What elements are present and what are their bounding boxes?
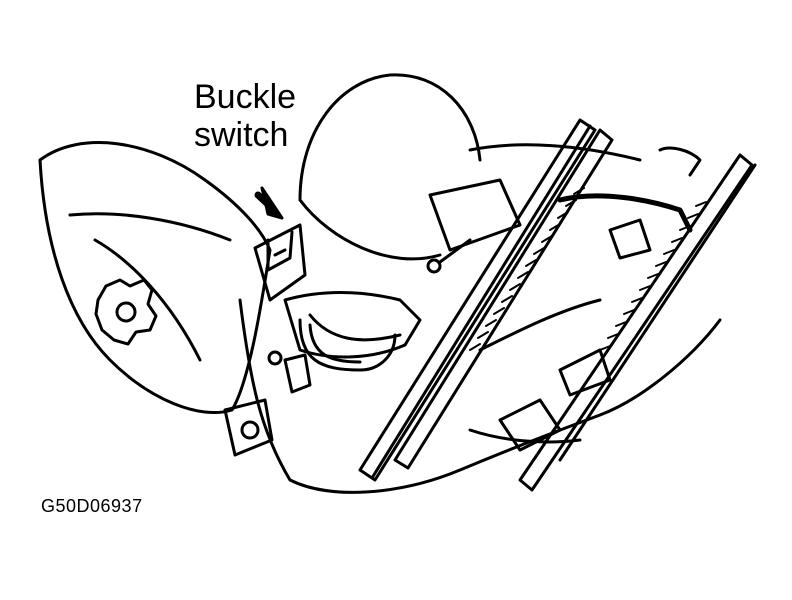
buckle-switch-label: Buckle switch <box>194 78 324 154</box>
callout-line-1: Buckle <box>194 78 297 116</box>
seat-cushion-inner <box>68 212 232 242</box>
control-cable <box>557 193 693 233</box>
seat-track-rail-left <box>358 118 597 482</box>
figure-id: G50D06937 <box>41 496 143 516</box>
buckle-bracket <box>253 223 307 302</box>
rack-teeth-left <box>469 187 585 351</box>
seat-back-outline <box>298 73 482 202</box>
seat-track-rail-right <box>518 153 754 492</box>
rack-teeth-right <box>599 201 707 351</box>
callout-line-2: switch <box>194 116 289 154</box>
seat-frame-body <box>238 298 722 494</box>
recliner-knob <box>94 278 158 346</box>
seat-cushion-outline <box>38 141 272 415</box>
